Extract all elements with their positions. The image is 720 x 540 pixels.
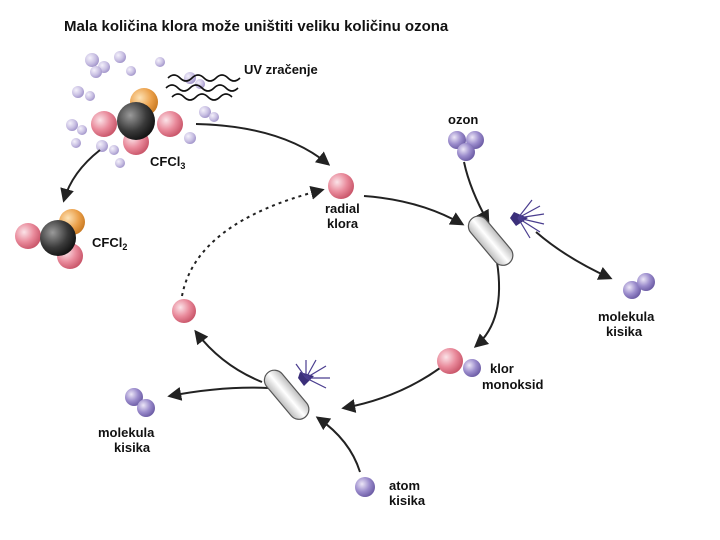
chlorine-radical-label-line2: klora [327, 216, 359, 231]
arrow-radical-to-reaction [363, 195, 465, 226]
burst-icon [510, 199, 545, 239]
cfcl2-label-main: CFCl [92, 235, 122, 250]
oxygen-molecule-right-label-line1: molekula [598, 309, 655, 324]
reaction-tube-upper [467, 199, 545, 266]
reaction-tube-lower [263, 359, 330, 420]
arrow-ozone-down [463, 161, 490, 225]
arrow-atom-to-reaction [315, 416, 361, 473]
ozone-molecule [448, 131, 484, 161]
page-title: Mala količina klora može uništiti veliku… [64, 18, 449, 35]
burst-icon [295, 359, 330, 389]
cfcl3-label-main: CFCl [150, 154, 180, 169]
cfcl2-label-sub: 2 [122, 242, 127, 252]
cfcl3-cluster: UV zračenje CFCl3 [66, 51, 318, 171]
chlorine-radical-atom [328, 173, 354, 199]
arrow-cfcl3-to-cfcl2 [60, 149, 101, 203]
cfcl3-label-sub: 3 [180, 161, 185, 171]
ozone-label: ozon [448, 112, 478, 127]
arrows [60, 123, 613, 473]
uv-radiation-label: UV zračenje [244, 62, 318, 77]
uv-radiation-waves [165, 74, 241, 101]
oxygen-molecule-right-label-line2: kisika [606, 324, 643, 339]
arrow-dotted-return [181, 185, 325, 297]
cfcl3-label: CFCl3 [150, 154, 185, 171]
cfcl3-molecule [91, 88, 183, 155]
arrow-to-oxygen-molecule-right [535, 231, 613, 280]
cfcl2-molecule [15, 209, 85, 269]
arrow-to-oxygen-molecule-left [167, 386, 269, 401]
chlorine-radical-label-line1: radial [325, 201, 360, 216]
arrow-up-to-chlorine-atom [194, 329, 263, 383]
oxygen-atom [355, 477, 375, 497]
oxygen-atom-label-line1: atom [389, 478, 420, 493]
chlorine-monoxide-label-line2: monoksid [482, 377, 543, 392]
chlorine-monoxide-label-line1: klor [490, 361, 514, 376]
arrow-to-chlorine-radical [195, 123, 331, 166]
arrow-down-to-chlorine-monoxide [473, 261, 501, 348]
chlorine-atom-regenerated [172, 299, 196, 323]
oxygen-molecule-left-label-line1: molekula [98, 425, 155, 440]
cfcl2-label: CFCl2 [92, 235, 127, 252]
oxygen-atom-label-line2: kisika [389, 493, 426, 508]
oxygen-molecule-left [125, 388, 155, 417]
arrow-monoxide-to-reaction [341, 367, 441, 413]
oxygen-molecule-left-label-line2: kisika [114, 440, 151, 455]
chlorine-monoxide-molecule [437, 348, 481, 377]
oxygen-molecule-right [623, 273, 655, 299]
